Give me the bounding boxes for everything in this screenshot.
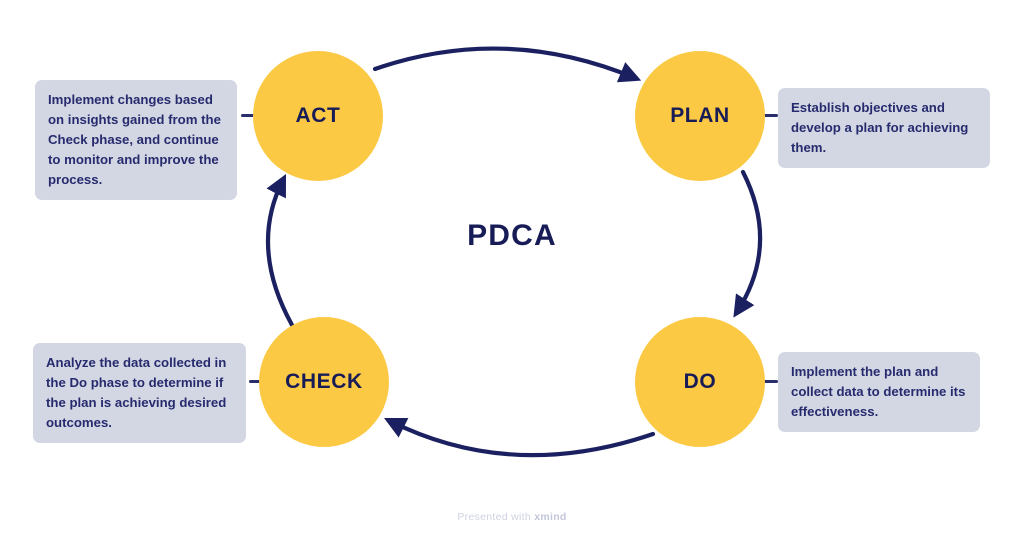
node-do-label: DO xyxy=(683,370,717,393)
connector-plan xyxy=(758,114,778,117)
arrow-act-to-plan xyxy=(372,46,642,83)
watermark-prefix: Presented with xyxy=(457,511,535,523)
callout-plan: Establish objectives and develop a plan … xyxy=(778,88,990,169)
callout-act: Implement changes based on insights gain… xyxy=(35,80,237,201)
watermark-brand: xmind xyxy=(534,511,567,523)
node-plan[interactable]: PLAN xyxy=(635,51,765,181)
connector-check xyxy=(249,380,265,383)
watermark: Presented with xmind xyxy=(0,511,1024,523)
diagram-center-title: PDCA xyxy=(467,219,557,252)
node-plan-label: PLAN xyxy=(670,104,730,127)
callout-check: Analyze the data collected in the Do pha… xyxy=(33,343,246,444)
node-check[interactable]: CHECK xyxy=(259,317,389,447)
connector-act xyxy=(241,114,259,117)
arrow-do-to-check xyxy=(383,417,656,458)
node-do[interactable]: DO xyxy=(635,317,765,447)
node-act-label: ACT xyxy=(295,104,341,127)
callout-do: Implement the plan and collect data to d… xyxy=(778,352,980,433)
node-act[interactable]: ACT xyxy=(253,51,383,181)
node-check-label: CHECK xyxy=(285,370,363,393)
connector-do xyxy=(758,380,778,383)
